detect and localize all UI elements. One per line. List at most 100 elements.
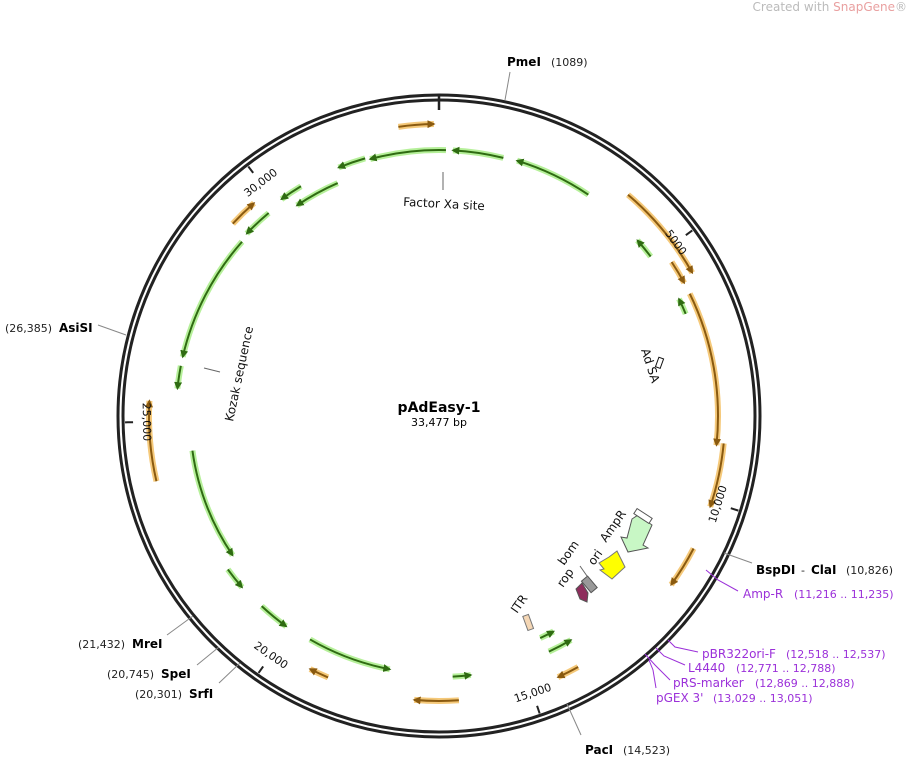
gene-arrow[interactable] bbox=[539, 630, 555, 639]
enzyme-spei[interactable]: (20,745) SpeI bbox=[107, 646, 220, 681]
enzyme-pos: (20,745) bbox=[107, 668, 154, 681]
feature-arc-halo bbox=[189, 450, 236, 557]
primer-pbr322ori-f[interactable]: pBR322ori-F (12,518 .. 12,537) bbox=[667, 639, 886, 661]
feature-itr[interactable]: ITR bbox=[508, 592, 535, 632]
gene-arrow[interactable] bbox=[337, 157, 366, 169]
enzyme-sep: - bbox=[801, 564, 805, 577]
orf-arrow[interactable] bbox=[398, 120, 436, 129]
watermark-text: Created with bbox=[752, 0, 834, 14]
feature-arc-halo bbox=[179, 239, 245, 358]
primer-range: (12,771 .. 12,788) bbox=[736, 662, 836, 675]
gene-arrow[interactable] bbox=[180, 241, 243, 359]
backbone-outer bbox=[116, 93, 762, 739]
primer-name: pRS-marker bbox=[673, 676, 744, 690]
feature-ori[interactable]: ori bbox=[585, 547, 626, 580]
feature-rop[interactable]: rop bbox=[554, 566, 589, 603]
enzyme-name: MreI bbox=[132, 637, 162, 651]
orf-arrow[interactable] bbox=[556, 666, 579, 679]
primer-prs-marker[interactable]: pRS-marker (12,869 .. 12,888) bbox=[644, 653, 855, 690]
plasmid-size: 33,477 bp bbox=[411, 416, 467, 429]
enzyme-name: PacI bbox=[585, 743, 613, 757]
gene-arrow[interactable] bbox=[280, 185, 302, 201]
enzyme-paci[interactable]: PacI (14,523) bbox=[566, 703, 670, 757]
orf-arrow[interactable] bbox=[688, 293, 722, 447]
gene-arrow[interactable] bbox=[191, 450, 234, 557]
enzyme-name: SpeI bbox=[161, 667, 191, 681]
gene-arrow[interactable] bbox=[515, 158, 589, 196]
enzyme-name: PmeI bbox=[507, 55, 541, 69]
gene-arrow[interactable] bbox=[309, 638, 392, 672]
tick-label: 20,000 bbox=[251, 639, 290, 672]
enzyme-pos: (26,385) bbox=[5, 322, 52, 335]
feature-label: ITR bbox=[508, 592, 530, 616]
tick-mark bbox=[257, 665, 264, 674]
gene-arrow[interactable] bbox=[452, 671, 473, 680]
enzyme-pmei[interactable]: PmeI (1089) bbox=[504, 55, 588, 101]
primer-pgex-3[interactable]: pGEX 3' (13,029 .. 13,051) bbox=[648, 659, 813, 705]
orf-arrow[interactable] bbox=[145, 399, 158, 482]
tick-mark bbox=[730, 507, 739, 512]
gene-arrow[interactable] bbox=[174, 365, 183, 391]
primer-range: (13,029 .. 13,051) bbox=[713, 692, 813, 705]
tick-label: 30,000 bbox=[242, 166, 280, 200]
enzyme-pos: (10,826) bbox=[846, 564, 893, 577]
gene-arrow[interactable] bbox=[260, 605, 288, 628]
feature-label: Factor Xa site bbox=[403, 195, 485, 213]
primer-name: pGEX 3' bbox=[656, 691, 703, 705]
feature-label: bom bbox=[555, 538, 582, 568]
enzyme-name: SrfI bbox=[189, 687, 213, 701]
feature-ad-sa[interactable]: Ad SA bbox=[638, 347, 665, 386]
plasmid-name: pAdEasy-1 bbox=[398, 400, 481, 416]
feature-arc-halo bbox=[308, 636, 391, 673]
gene-arrow[interactable] bbox=[451, 146, 504, 159]
orf-arrow[interactable] bbox=[232, 202, 256, 225]
enzyme-bspdi-clai[interactable]: BspDI - ClaI (10,826) bbox=[723, 552, 893, 577]
watermark-mark: ® bbox=[895, 0, 907, 14]
primer-name: L4440 bbox=[688, 661, 725, 675]
enzyme-pos: (20,301) bbox=[135, 688, 182, 701]
watermark-brand: SnapGene bbox=[833, 0, 895, 14]
enzyme-pos: (21,432) bbox=[78, 638, 125, 651]
primer-range: (11,216 .. 11,235) bbox=[794, 588, 894, 601]
orf-arrow[interactable] bbox=[412, 696, 459, 705]
orf-arrow[interactable] bbox=[670, 261, 686, 285]
feature-kozak-sequence[interactable]: Kozak sequence bbox=[203, 325, 256, 423]
primer-amp-r[interactable]: Amp-R (11,216 .. 11,235) bbox=[705, 569, 894, 601]
tick-mark bbox=[536, 705, 541, 714]
enzyme-srfi[interactable]: (20,301) SrfI bbox=[135, 662, 241, 701]
enzyme-name: ClaI bbox=[811, 563, 836, 577]
gene-arrow[interactable] bbox=[368, 149, 446, 162]
orf-arrow[interactable] bbox=[627, 193, 694, 275]
primer-range: (12,869 .. 12,888) bbox=[755, 677, 855, 690]
feature-arcs bbox=[145, 120, 727, 705]
enzyme-pos: (14,523) bbox=[623, 744, 670, 757]
enzyme-name: AsiSI bbox=[59, 321, 93, 335]
feature-factor-xa-site[interactable]: Factor Xa site bbox=[403, 172, 485, 213]
gene-arrow[interactable] bbox=[548, 639, 573, 653]
gene-arrow[interactable] bbox=[227, 568, 244, 589]
primer-range: (12,518 .. 12,537) bbox=[786, 648, 886, 661]
primer-name: Amp-R bbox=[743, 587, 783, 601]
feature-label: Kozak sequence bbox=[222, 325, 256, 423]
tick-mark bbox=[247, 165, 254, 174]
gene-arrow[interactable] bbox=[678, 297, 687, 315]
gene-arrow[interactable] bbox=[295, 182, 339, 207]
enzyme-mrei[interactable]: (21,432) MreI bbox=[78, 615, 194, 651]
orf-arrow[interactable] bbox=[308, 668, 329, 679]
orf-arrow[interactable] bbox=[670, 548, 695, 586]
feature-arc-halo bbox=[516, 157, 590, 198]
tick-label: 5000 bbox=[662, 227, 689, 257]
primer-name: pBR322ori-F bbox=[702, 647, 776, 661]
enzyme-pos: (1089) bbox=[551, 56, 588, 69]
tick-label: 25,000 bbox=[140, 403, 154, 442]
orf-arrow[interactable] bbox=[708, 443, 725, 509]
gene-arrow[interactable] bbox=[636, 239, 652, 258]
snapgene-watermark: Created with SnapGene® bbox=[753, 0, 907, 14]
enzyme-asisi[interactable]: (26,385) AsiSI bbox=[5, 321, 127, 336]
feature-ampr[interactable]: AmpR bbox=[597, 507, 653, 553]
enzyme-name: BspDI bbox=[756, 563, 795, 577]
gene-arrow[interactable] bbox=[245, 212, 270, 235]
primer-l4440[interactable]: L4440 (12,771 .. 12,788) bbox=[655, 647, 836, 675]
tick-mark bbox=[685, 229, 693, 236]
